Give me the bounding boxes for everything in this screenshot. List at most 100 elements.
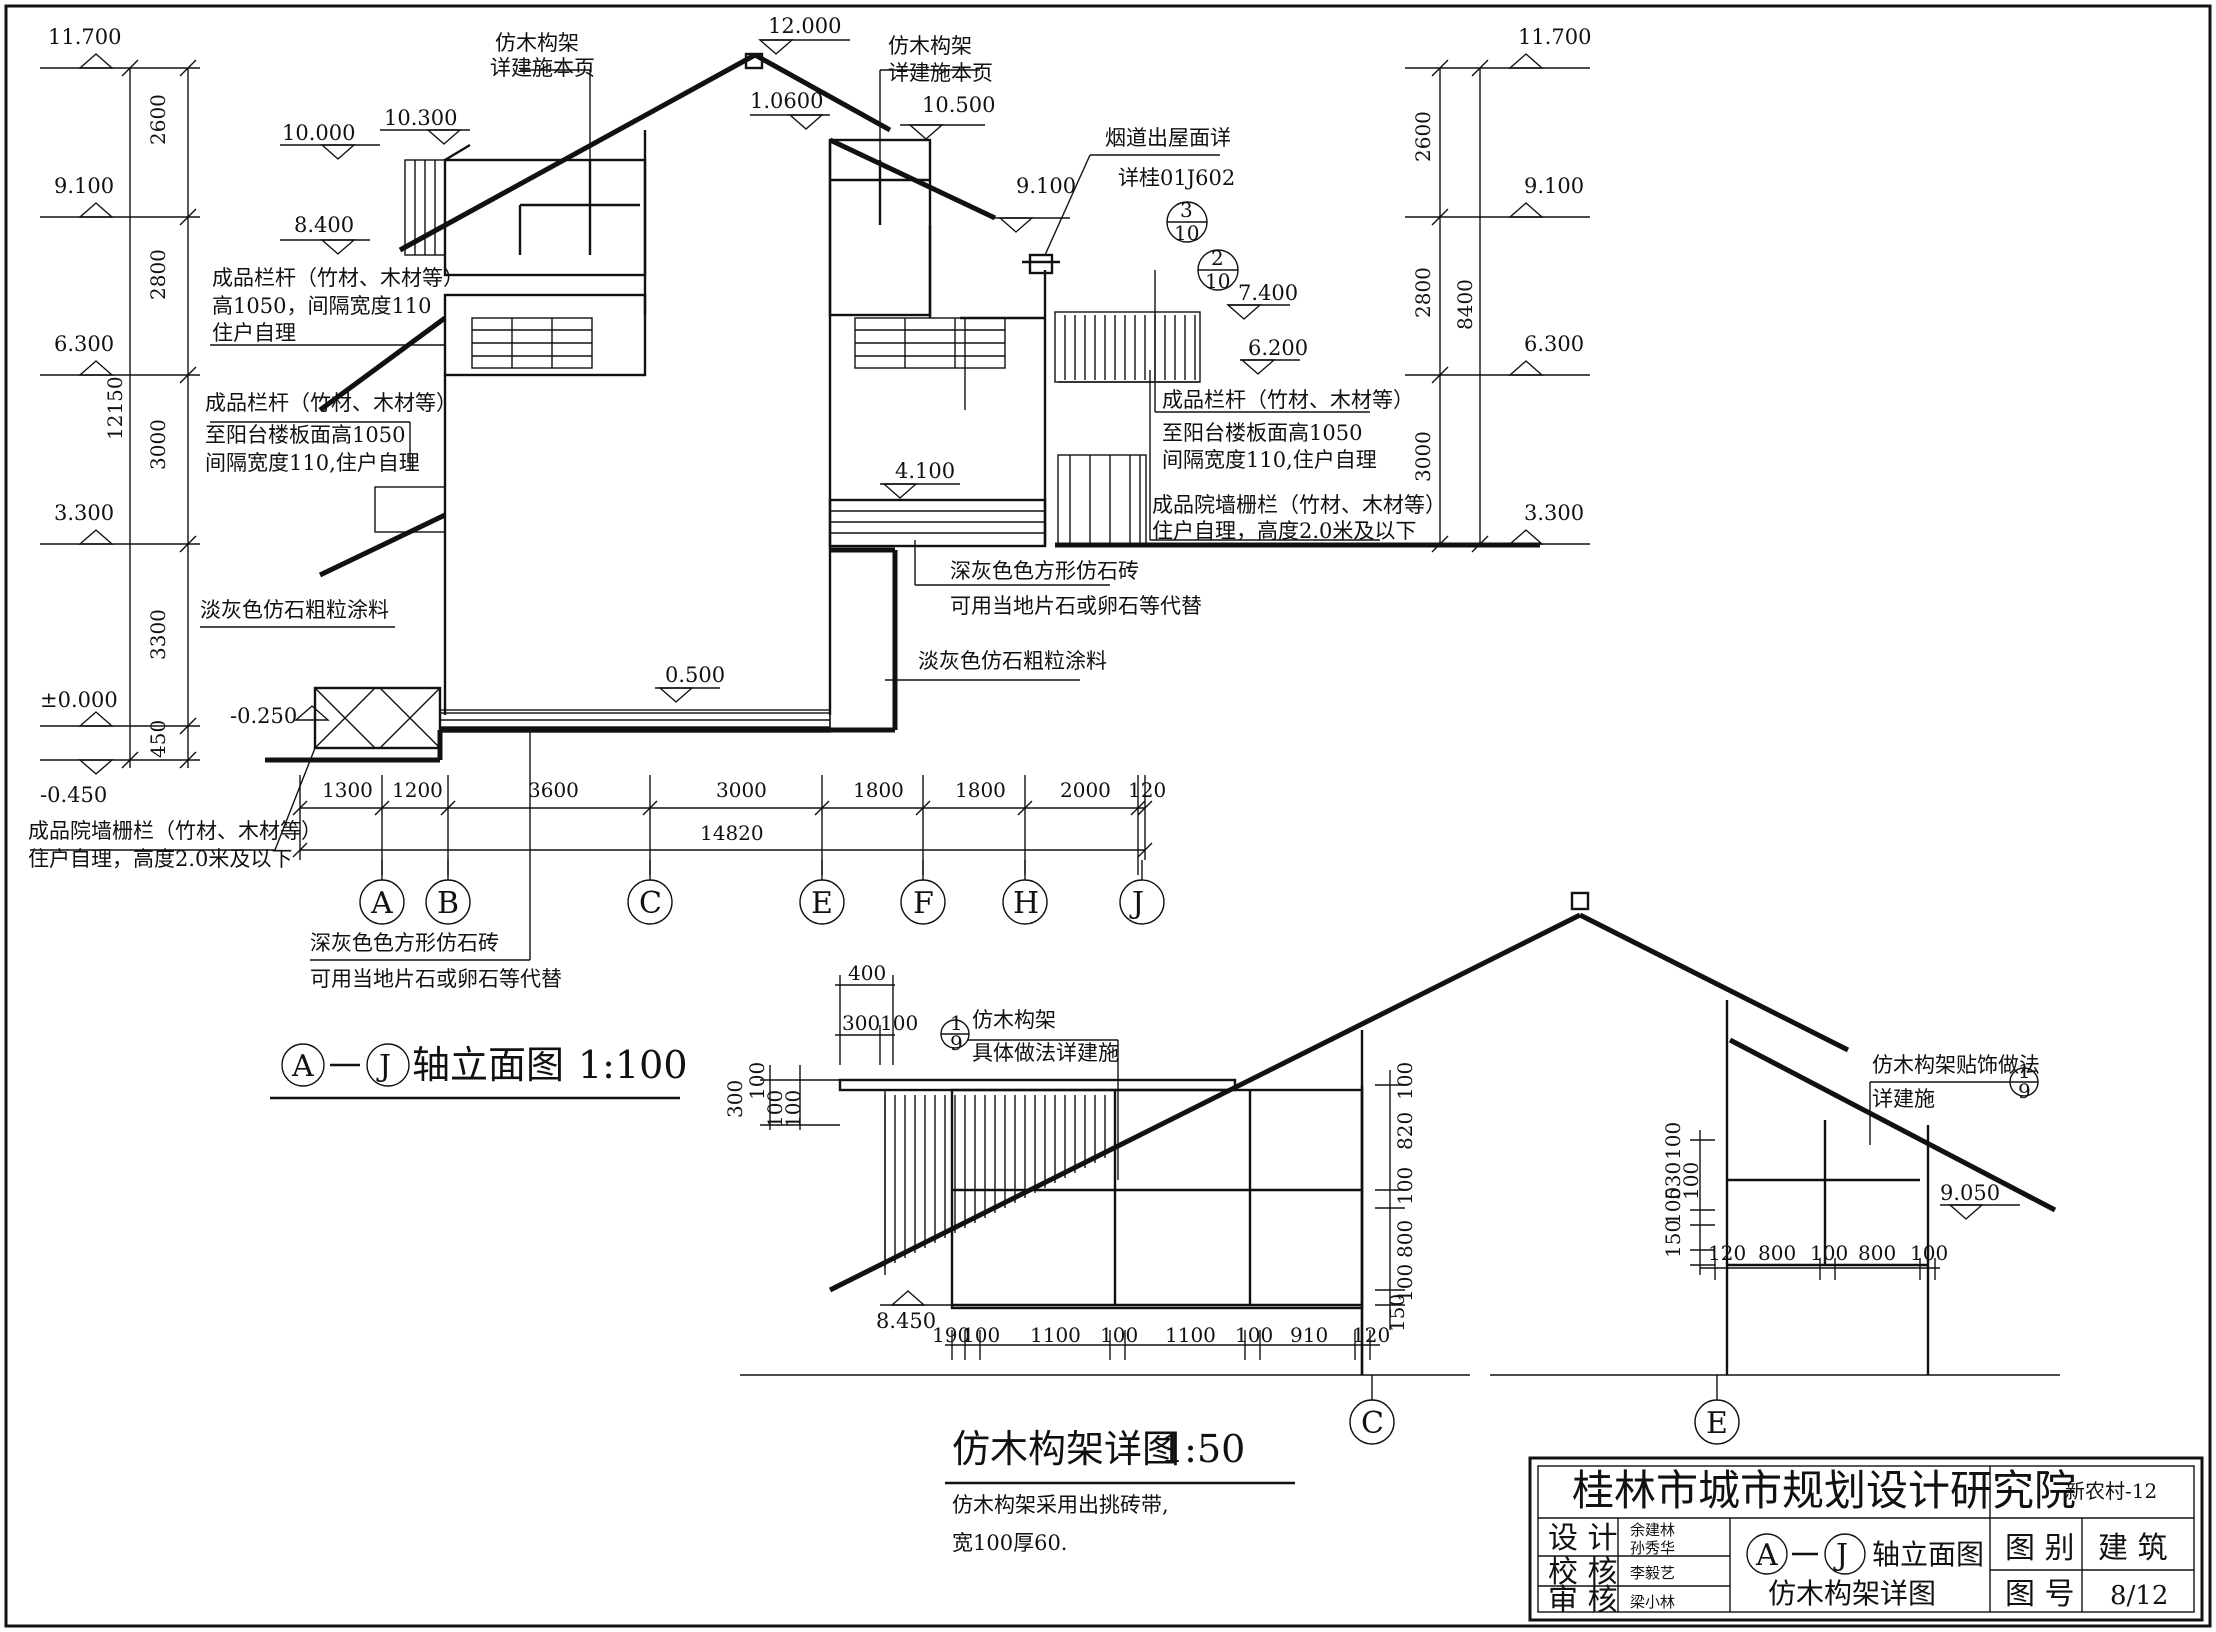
note-paint-r: 淡灰色仿石粗粒涂料	[918, 649, 1107, 673]
note-truss-left-2: 详建施本页	[490, 56, 595, 80]
truss-ref-left[interactable]: 1 9	[940, 1011, 1119, 1180]
td-400: 400	[848, 961, 886, 985]
level-l-0: ±0.000	[40, 688, 118, 712]
note-rail-c-3: 间隔宽度110,住户自理	[1162, 448, 1377, 472]
hdim-3: 3600	[528, 778, 579, 802]
hdim-5: 1800	[853, 778, 904, 802]
tb-axis-from: A	[1755, 1538, 1778, 1573]
level-l-m450: -0.450	[40, 783, 107, 807]
hdim-6: 1800	[955, 778, 1006, 802]
axis-J: J	[1129, 886, 1144, 921]
title-block: 桂林市城市规划设计研究院 新农村-12 设 计 校 核 审 核 余建林 孙秀华 …	[1528, 1456, 2204, 1622]
level-m-4100: 4.100	[895, 459, 955, 483]
td-300: 300	[842, 1011, 880, 1035]
designer-1: 余建林	[1630, 1521, 1675, 1539]
level-r-9100: 9.100	[1524, 174, 1584, 198]
designer-2: 孙秀华	[1630, 1539, 1675, 1557]
truss-detail: 400 300 100 300 100 100 100 100 820 100 …	[723, 891, 2060, 1555]
vdim-l-3: 3000	[146, 419, 170, 470]
note-rail-b-1: 成品栏杆（竹材、木材等）	[205, 391, 457, 415]
td-100: 100	[880, 1011, 918, 1035]
note-rail-a-3: 住户自理	[212, 321, 296, 345]
type-label: 图 别	[2005, 1531, 2075, 1566]
title-axis-to: J	[376, 1049, 391, 1084]
ref-3-sheet: 10	[1174, 221, 1199, 245]
elevation-drawing: 2600 2800 3000 3300 450 12150 11.700 9.1…	[28, 14, 1591, 1100]
note-fence-l-2: 住户自理，高度2.0米及以下	[28, 847, 292, 871]
mv-100c: 100	[1393, 1264, 1417, 1302]
vdim-l-4: 3300	[146, 609, 170, 660]
note-paint-l: 淡灰色仿石粗粒涂料	[200, 598, 389, 622]
institute-name: 桂林市城市规划设计研究院	[1572, 1466, 2076, 1515]
rh-120: 120	[1708, 1241, 1746, 1265]
axis-circles	[359, 860, 1165, 925]
mv-150: 150	[1385, 1294, 1409, 1332]
hdim-2: 1200	[392, 778, 443, 802]
level-m-12000: 12.000	[768, 14, 841, 38]
level-l-3300: 3.300	[54, 501, 114, 525]
note-fence-r-2: 住户自理，高度2.0米及以下	[1152, 519, 1416, 543]
mv-100a: 100	[1393, 1062, 1417, 1100]
truss-axis-E: E	[1706, 1406, 1728, 1441]
level-r-11700: 11.700	[1518, 25, 1591, 49]
note-fence-r-1: 成品院墙栅栏（竹材、木材等）	[1152, 493, 1446, 517]
axis-E: E	[811, 886, 833, 921]
truss-mid-vdims	[1375, 1070, 1405, 1330]
leader-lines	[30, 69, 1380, 961]
level-m-0500: 0.500	[665, 663, 725, 687]
level-r-6300: 6.300	[1524, 332, 1584, 356]
truss-left-vdims	[760, 1065, 840, 1130]
title-text: 轴立面图	[412, 1043, 564, 1087]
rh-100b: 100	[1910, 1241, 1948, 1265]
level-m-9100: 9.100	[1016, 174, 1076, 198]
truss-ref-left-2: 具体做法详建施	[972, 1041, 1119, 1065]
level-l-6300: 6.300	[54, 332, 114, 356]
lv-100c: 100	[781, 1090, 805, 1128]
vdim-l-5: 450	[146, 720, 170, 758]
truss-scale: 1:50	[1160, 1427, 1245, 1471]
number-label: 图 号	[2005, 1577, 2075, 1612]
note-rail-c-2: 至阳台楼板面高1050	[1162, 421, 1362, 445]
detail-ref-2-10[interactable]: 2 10	[1197, 246, 1239, 293]
note-rail-b-3: 间隔宽度110,住户自理	[205, 451, 420, 475]
lv-100a: 100	[745, 1062, 769, 1100]
trr-sheet: 9	[2018, 1079, 2031, 1103]
ref-2-sheet: 10	[1205, 269, 1230, 293]
mv-820: 820	[1393, 1112, 1417, 1150]
note-truss-right-2: 详建施本页	[888, 61, 993, 85]
ref-2-num: 2	[1211, 246, 1224, 270]
title-scale: 1:100	[578, 1043, 688, 1087]
truss-note-1: 仿木构架采用出挑砖带,	[952, 1493, 1169, 1517]
truss-note-2: 宽100厚60.	[952, 1531, 1067, 1555]
mv-100b: 100	[1393, 1167, 1417, 1205]
hdim-7: 2000	[1060, 778, 1111, 802]
vdim-r-1: 2600	[1411, 111, 1435, 162]
hdim-1: 1300	[322, 778, 373, 802]
note-rail-a-2: 高1050，间隔宽度110	[212, 294, 432, 318]
note-stone-r-2: 可用当地片石或卵石等代替	[950, 594, 1202, 618]
trl-sheet: 9	[950, 1031, 963, 1055]
rv-100c: 100	[1661, 1187, 1685, 1225]
axis-A: A	[370, 886, 393, 921]
note-rail-a-1: 成品栏杆（竹材、木材等）	[212, 266, 464, 290]
lv-100b: 100	[763, 1090, 787, 1128]
horizontal-dim-lines	[292, 775, 1153, 875]
design-label: 设 计	[1548, 1521, 1618, 1556]
eave-hatch	[884, 1095, 1106, 1268]
truss-ref-right-1: 仿木构架贴饰做法	[1872, 1053, 2040, 1077]
bd-100a: 100	[962, 1323, 1000, 1347]
note-rail-c-1: 成品栏杆（竹材、木材等）	[1162, 388, 1414, 412]
checker-name: 李毅艺	[1630, 1564, 1675, 1582]
title-axis-from: A	[291, 1049, 314, 1084]
level-l-10300: 10.300	[384, 106, 457, 130]
rv-100a: 100	[1661, 1122, 1685, 1160]
detail-ref-3-10[interactable]: 3 10	[1166, 198, 1208, 245]
rh-800b: 800	[1858, 1241, 1896, 1265]
axis-H: H	[1013, 886, 1039, 921]
truss-ref-right[interactable]: 1 9	[1869, 1059, 2039, 1145]
truss-level-8450: 8.450	[876, 1309, 936, 1333]
elevation-title: A J 轴立面图 1:100	[270, 1043, 688, 1100]
rv-530: 530	[1661, 1162, 1685, 1200]
number-value: 8/12	[2110, 1581, 2168, 1611]
left-dim-ticks	[40, 59, 200, 769]
